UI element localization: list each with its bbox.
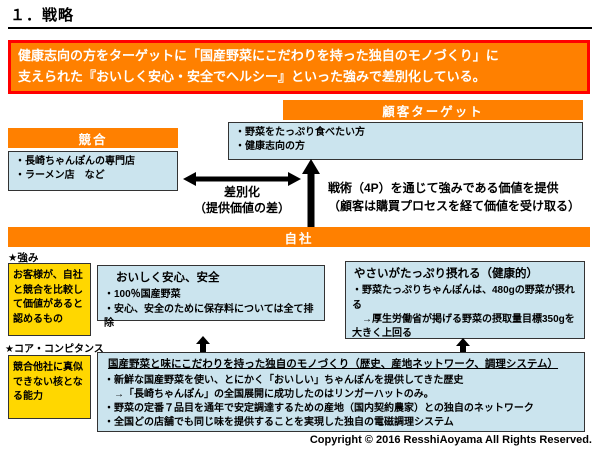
core-competence-label: ★コア・コンピタンス: [5, 344, 104, 355]
differentiation-arrow: [183, 172, 301, 186]
copyright-text: Copyright © 2016 ResshiAoyama All Rights…: [309, 434, 592, 446]
strength-box-vegetables: やさいがたっぷり摂れる（健康的） ・野菜たっぷりちゃんぽんは、480gの野菜が摂…: [345, 261, 585, 339]
core-competence-title: 国産野菜と味にこだわりを持った独自のモノづくり（歴史、産地ネットワーク、調理シス…: [108, 358, 559, 370]
strength-vegetables-item: ・野菜たっぷりちゃんぽんは、480gの野菜が摂れる: [352, 285, 575, 311]
strength-safety-item: ・100％国産野菜: [104, 289, 181, 301]
core-competence-item: ・野菜の定番７品目を通年で安定調達するための産地（国内契約農家）との独自のネット…: [104, 403, 534, 415]
customer-target-item: ・野菜をたっぷり食べたい方: [235, 127, 365, 138]
page-title: １．戦略: [10, 7, 75, 24]
core-competence-item: ・全国どの店舗でも同じ味を提供することを実現した独自の電磁調理システム: [104, 417, 454, 429]
strengths-definition-box: お客様が、自社と競合を比較して価値があると認めるもの: [8, 263, 91, 336]
strengths-label: ★強み: [8, 252, 39, 264]
strength-vegetables-item: →厚生労働省が掲げる野菜の摂取量目標350gを大きく上回る: [352, 313, 575, 339]
core-competence-box: 国産野菜と味にこだわりを持った独自のモノづくり（歴史、産地ネットワーク、調理シス…: [97, 352, 585, 432]
core-competence-item: →「長崎ちゃんぽん」の全国展開に成功したのはリンガーハットのみ。: [104, 389, 434, 401]
value-delivery-up-arrow: [302, 159, 320, 227]
customer-target-box: ・野菜をたっぷり食べたい方 ・健康志向の方: [228, 122, 583, 160]
strength-safety-item: ・安心、安全のために保存料については全て排除: [104, 303, 314, 329]
core-competence-definition-box: 競合他社に真似できない核となる能力: [8, 355, 91, 419]
customer-target-header: 顧客ターゲット: [283, 100, 583, 120]
summary-line-2: 支えられた『おいしく安心・安全でヘルシー』といった強みで差別化している。: [18, 68, 486, 84]
summary-line-1: 健康志向の方をターゲットに「国産野菜にこだわりを持った独自のモノづくり」に: [18, 48, 499, 63]
competition-item: ・ラーメン店 など: [15, 170, 105, 182]
core-support-right-arrow: [456, 338, 470, 352]
competition-header: 競合: [8, 128, 178, 148]
company-header: 自社: [8, 227, 590, 247]
tactics-note: 戦術（4P）を通じて強みである価値を提供 （顧客は購買プロセスを経て価値を受け取…: [328, 179, 590, 215]
tactics-line-1: 戦術（4P）を通じて強みである価値を提供: [328, 181, 559, 195]
customer-target-item: ・健康志向の方: [235, 141, 305, 153]
core-support-left-arrow: [196, 336, 210, 352]
strategy-summary-box: 健康志向の方をターゲットに「国産野菜にこだわりを持った独自のモノづくり」に 支え…: [8, 40, 590, 94]
title-underline: [8, 27, 592, 29]
competition-item: ・長崎ちゃんぽんの専門店: [15, 156, 135, 167]
differentiation-label-sub: （提供価値の差）: [193, 200, 290, 215]
strength-vegetables-title: やさいがたっぷり摂れる（健康的）: [354, 268, 538, 280]
core-competence-item: ・新鮮な国産野菜を使い、とにかく「おいしい」ちゃんぽんを提供してきた歴史: [104, 374, 464, 386]
differentiation-label: 差別化 （提供価値の差）: [160, 185, 324, 216]
tactics-line-2: （顧客は購買プロセスを経て価値を受け取る）: [328, 199, 581, 213]
strength-safety-title: おいしく安心、安全: [116, 272, 220, 284]
competition-box: ・長崎ちゃんぽんの専門店 ・ラーメン店 など: [8, 151, 178, 191]
strength-box-safety: おいしく安心、安全 ・100％国産野菜 ・安心、安全のために保存料については全て…: [97, 265, 325, 329]
differentiation-label-main: 差別化: [223, 185, 260, 199]
